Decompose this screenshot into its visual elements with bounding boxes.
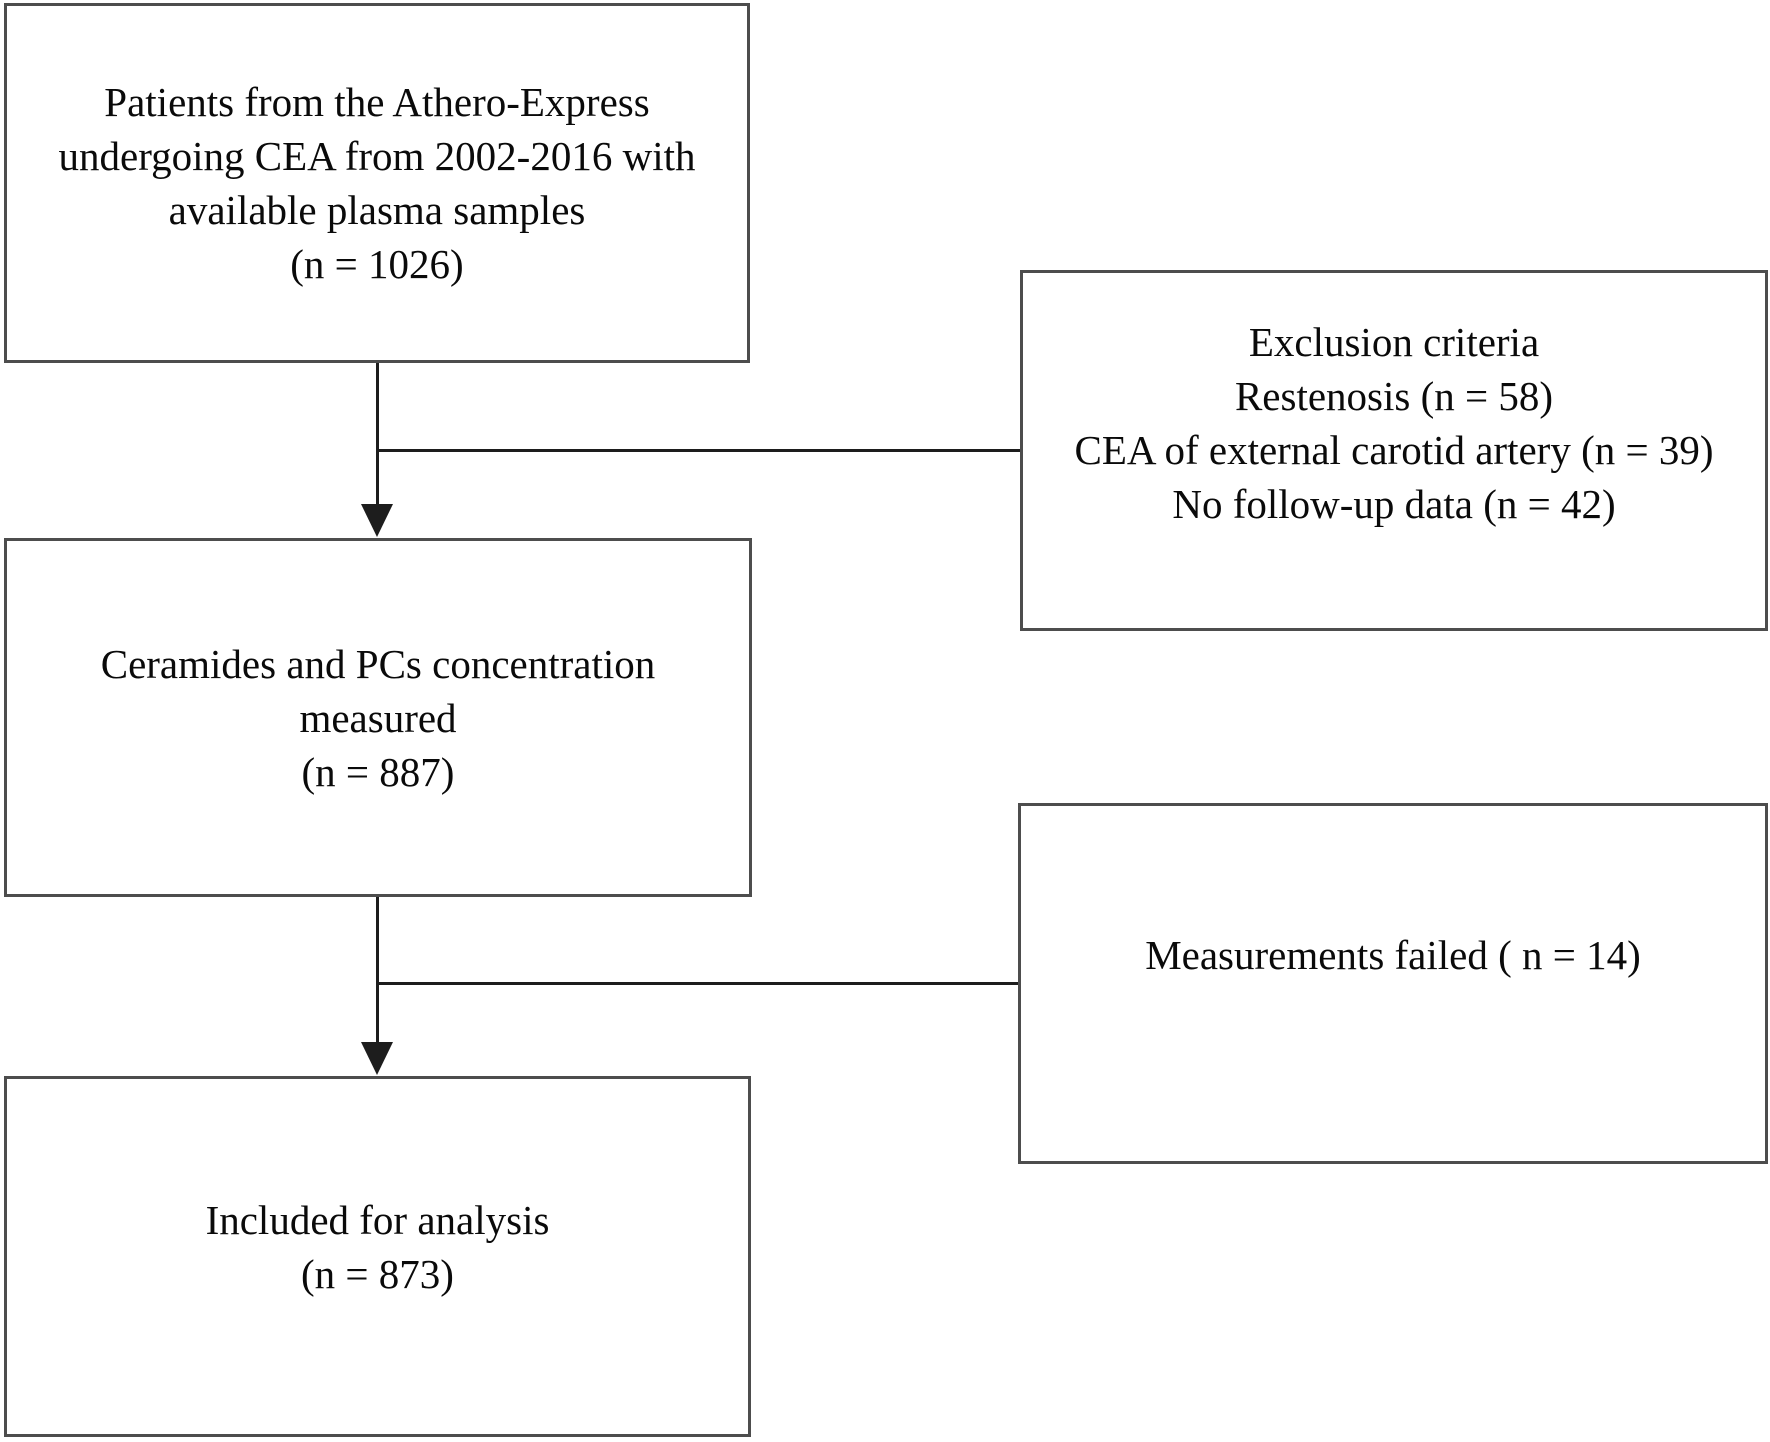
connector-measured-to-included [376,897,379,1045]
box-patients-line: (n = 1026) [290,241,464,287]
box-measurements-failed: Measurements failed ( n = 14) [1018,803,1768,1164]
connector-branch-to-exclusion [377,449,1020,452]
box-failed-line: Measurements failed ( n = 14) [1145,932,1641,978]
box-included-analysis: Included for analysis (n = 873) [4,1076,751,1437]
arrowhead-into-measured [361,504,393,537]
box-patients-line: Patients from the Athero-Express [104,79,650,125]
box-exclusion-line: CEA of external carotid artery (n = 39) [1074,426,1714,473]
connector-branch-to-failed [377,982,1018,985]
box-included-line: (n = 873) [301,1250,454,1297]
connector-patients-to-measured [376,363,379,513]
box-exclusion-line: No follow-up data (n = 42) [1172,480,1616,527]
box-measured-line: Ceramides and PCs concentration [100,640,656,687]
box-patients-line: available plasma samples [168,187,586,233]
box-exclusion-criteria: Exclusion criteria Restenosis (n = 58) C… [1020,270,1768,631]
box-measured-line: (n = 887) [301,748,455,795]
box-measured-line: measured [299,694,457,741]
box-ceramides-measured: Ceramides and PCs concentration measured… [4,538,752,897]
box-exclusion-line: Exclusion criteria [1248,318,1540,365]
box-included-line: Included for analysis [205,1196,550,1243]
box-patients-line: undergoing CEA from 2002-2016 with [58,133,696,179]
arrowhead-into-included [361,1042,393,1075]
box-patients: Patients from the Athero-Express undergo… [4,3,750,363]
box-exclusion-line: Restenosis (n = 58) [1234,372,1554,419]
